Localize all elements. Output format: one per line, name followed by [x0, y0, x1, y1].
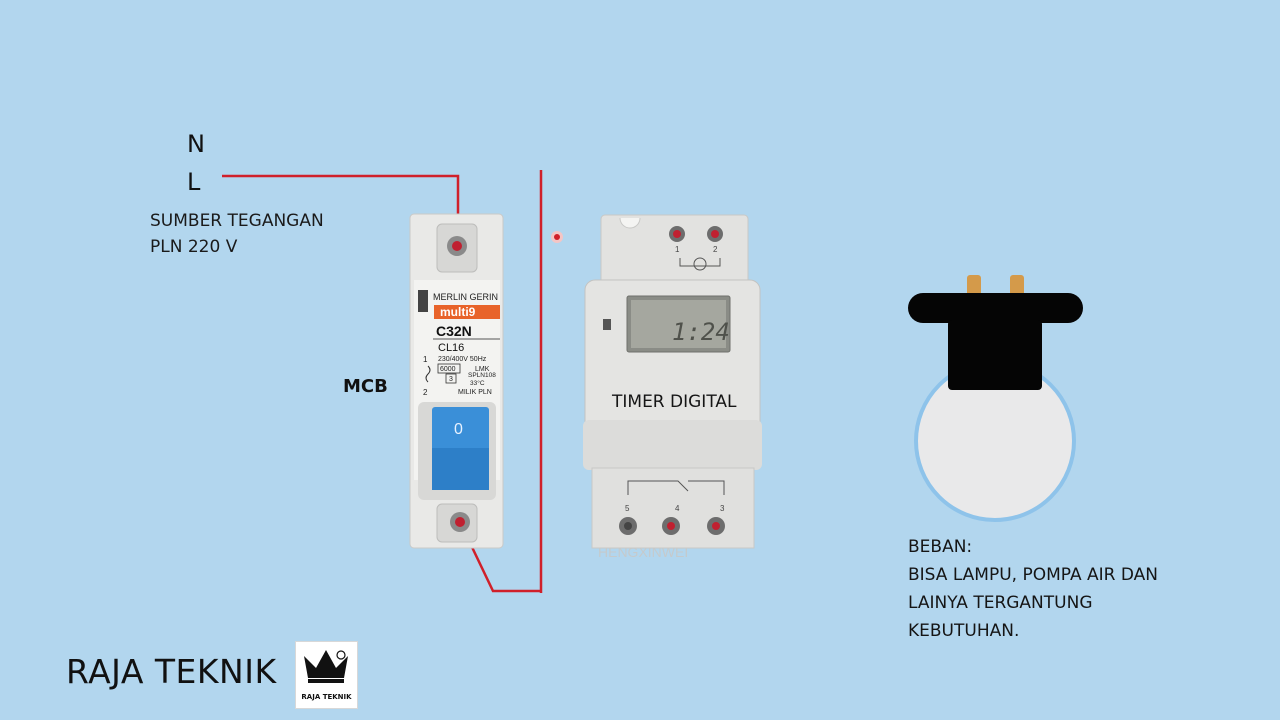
source-caption: SUMBER TEGANGAN PLN 220 V — [150, 211, 324, 257]
svg-text:2: 2 — [423, 388, 428, 397]
svg-text:3: 3 — [449, 376, 453, 383]
svg-text:MILIK PLN: MILIK PLN — [458, 389, 492, 396]
mcb-curve: CL16 — [438, 342, 464, 354]
crown-icon — [304, 650, 348, 683]
svg-text:2: 2 — [713, 245, 718, 254]
cursor-dot — [551, 231, 563, 243]
line-label: L — [187, 168, 201, 196]
svg-text:33°C: 33°C — [470, 379, 485, 387]
mcb-label: MCB — [343, 376, 388, 397]
svg-text:3: 3 — [720, 504, 725, 513]
lamp-icon — [908, 275, 1083, 522]
svg-text:1: 1 — [423, 355, 428, 364]
svg-text:6000: 6000 — [440, 366, 456, 373]
timer-display-value: 1:24 — [672, 318, 730, 346]
mcb-rating: C32N — [436, 323, 472, 339]
logo-text: RAJA TEKNIK — [301, 693, 352, 701]
svg-text:5: 5 — [625, 504, 630, 513]
timer-label: TIMER DIGITAL — [612, 392, 737, 412]
svg-text:LMK: LMK — [475, 366, 490, 373]
svg-text:1: 1 — [675, 245, 680, 254]
svg-text:4: 4 — [675, 504, 680, 513]
svg-text:SPLN108: SPLN108 — [468, 372, 496, 379]
mcb-device: MERLIN GERIN multi9 C32N CL16 230/400V 5… — [409, 213, 504, 549]
brand-name: RAJA TEKNIK — [66, 652, 277, 691]
svg-text:multi9: multi9 — [440, 305, 476, 319]
mcb-handle-state: 0 — [454, 421, 463, 438]
timer-watermark: HENGXINWEI — [598, 544, 688, 560]
brand-logo: RAJA TEKNIK — [295, 641, 358, 709]
svg-text:230/400V 50Hz: 230/400V 50Hz — [438, 356, 487, 363]
neutral-label: N — [187, 130, 205, 158]
mcb-brand: MERLIN GERIN — [433, 292, 498, 302]
load-caption: BEBAN: BISA LAMPU, POMPA AIR DAN LAINYA … — [908, 537, 1158, 641]
mcb-series-badge — [434, 305, 500, 319]
timer-device: 1 2 1:24 5 4 3 HENGXINWEI — [583, 214, 762, 560]
